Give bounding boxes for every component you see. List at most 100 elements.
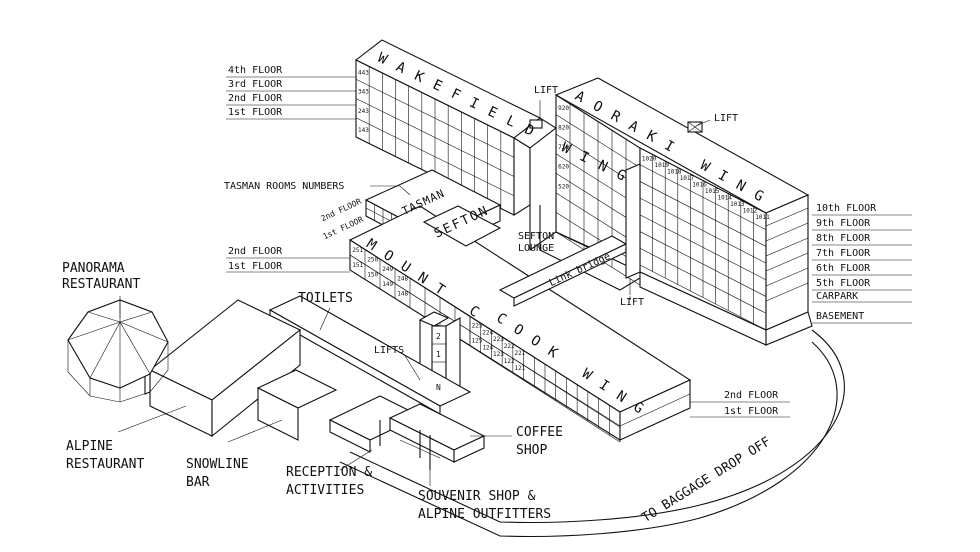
wakefield-floorline bbox=[355, 59, 515, 139]
sefton-lounge-label-line2: LOUNGE bbox=[518, 243, 555, 254]
aoraki-floorline bbox=[639, 231, 767, 297]
aoraki-floorline bbox=[639, 147, 767, 214]
cook-floorline bbox=[469, 315, 621, 413]
wakefield-3rd-floor-label: 3rd FLOOR bbox=[228, 79, 283, 90]
aoraki-9th-floor-label: 9th FLOOR bbox=[816, 218, 871, 229]
basement-label: BASEMENT bbox=[816, 311, 865, 322]
cook-room-number: 224 bbox=[482, 329, 493, 336]
aoraki-floorline bbox=[639, 181, 767, 247]
aoraki-floorline bbox=[639, 164, 767, 230]
cook-room-number: 124 bbox=[482, 344, 493, 351]
cook-room-number: 125 bbox=[472, 338, 483, 345]
cook-room-number: 222 bbox=[504, 343, 515, 350]
dome-rib bbox=[119, 321, 169, 343]
cook-room-number: 122 bbox=[504, 358, 515, 365]
aoraki-room-number: 1019 bbox=[654, 162, 669, 169]
panorama-restaurant-dome bbox=[67, 299, 169, 403]
lift-label-aoraki: LIFT bbox=[714, 113, 739, 124]
cook-1st-floor-label: 1st FLOOR bbox=[724, 406, 779, 417]
cook-room-number: 221 bbox=[514, 350, 525, 357]
snowline-bar-label-line1: SNOWLINE bbox=[186, 457, 249, 472]
aoraki-floorline bbox=[639, 214, 767, 281]
wakefield-room-number: 143 bbox=[358, 127, 369, 134]
dome-rib bbox=[87, 311, 121, 323]
reception-label-line1: RECEPTION & bbox=[286, 465, 373, 480]
aoraki-floorline bbox=[639, 197, 767, 264]
coffee-shop-label-line1: COFFEE bbox=[516, 425, 563, 440]
toilets-label: TOILETS bbox=[298, 291, 353, 306]
wakefield-floorline bbox=[355, 78, 515, 158]
aoraki-room-number: 1013 bbox=[730, 201, 745, 208]
alpine-restaurant-label-line2: RESTAURANT bbox=[66, 457, 145, 472]
wakefield-2nd-floor-label: 2nd FLOOR bbox=[228, 93, 283, 104]
aoraki-room-number: 1011 bbox=[755, 214, 770, 221]
lift-stack-1: 1 bbox=[436, 350, 441, 359]
lift-stack-2: 2 bbox=[436, 332, 441, 341]
reception-label-line2: ACTIVITIES bbox=[286, 483, 365, 498]
wakefield-floorline bbox=[355, 98, 515, 177]
aoraki-room-number: 1016 bbox=[692, 182, 707, 189]
leader-lines bbox=[117, 76, 912, 486]
dome-rib bbox=[89, 321, 121, 379]
mount-floorline bbox=[349, 239, 471, 317]
dome-rib bbox=[119, 321, 151, 375]
aoraki-floorline bbox=[639, 248, 767, 314]
mount-room-number: 249 bbox=[382, 266, 393, 273]
panorama-restaurant-label-line1: PANORAMA bbox=[62, 261, 125, 276]
link-bridge bbox=[498, 163, 641, 307]
mount-floorline bbox=[349, 254, 471, 332]
aoraki-left-room-number: 820 bbox=[558, 125, 569, 132]
aoraki-left-floorline bbox=[555, 94, 641, 149]
cook-room-number: 121 bbox=[514, 365, 525, 372]
cook-room-number: 223 bbox=[493, 336, 504, 343]
aoraki-room-number: 1014 bbox=[717, 195, 732, 202]
aoraki-left-room-number: 720 bbox=[558, 144, 569, 151]
cook-floorline bbox=[469, 330, 621, 428]
lift-label-wakefield: LIFT bbox=[534, 85, 559, 96]
sefton-lounge-label-line1: SEFTON bbox=[518, 231, 555, 242]
lift-label-bridge: LIFT bbox=[620, 297, 645, 308]
cook-floorline bbox=[469, 345, 621, 443]
mount-room-number: 148 bbox=[397, 290, 408, 297]
wakefield-room-number: 443 bbox=[358, 69, 369, 76]
aoraki-room-number: 1017 bbox=[680, 175, 695, 182]
lifts-label: LIFTS bbox=[374, 345, 405, 356]
mount-room-number: 150 bbox=[367, 271, 378, 278]
aoraki-floorline bbox=[639, 264, 767, 331]
aoraki-wing: 1020101910181017101610151014101310121011… bbox=[554, 77, 813, 346]
mount-2nd-floor-label: 2nd FLOOR bbox=[228, 246, 283, 257]
alpine-restaurant-label-line1: ALPINE bbox=[66, 439, 113, 454]
wakefield-wing: 443 343 243 143 bbox=[354, 39, 641, 291]
cook-room-number: 123 bbox=[493, 351, 504, 358]
aoraki-left-room-number: 920 bbox=[558, 105, 569, 112]
aoraki-room-number: 1020 bbox=[642, 156, 657, 163]
aoraki-room-number: 1018 bbox=[667, 169, 682, 176]
mount-room-number: 151 bbox=[352, 262, 363, 269]
cook-room-number: 225 bbox=[472, 323, 483, 330]
wakefield-4th-floor-label: 4th FLOOR bbox=[228, 65, 283, 76]
dome-rib bbox=[67, 321, 121, 341]
aoraki-10th-floor-label: 10th FLOOR bbox=[816, 203, 877, 214]
aoraki-room-number: 1012 bbox=[743, 208, 758, 215]
tasman-rooms-label: TASMAN ROOMS NUMBERS bbox=[224, 181, 345, 192]
coffee-shop-label-line2: SHOP bbox=[516, 443, 548, 458]
mount-room-number: 248 bbox=[397, 275, 408, 282]
wakefield-floorline bbox=[355, 117, 515, 197]
mount-room-number: 250 bbox=[367, 256, 378, 263]
podium-buildings bbox=[144, 295, 486, 470]
carpark-label: CARPARK bbox=[816, 291, 859, 302]
aoraki-left-room-number: 520 bbox=[558, 183, 569, 190]
wakefield-room-number: 343 bbox=[358, 89, 369, 96]
panorama-restaurant-label-line2: RESTAURANT bbox=[62, 277, 141, 292]
aoraki-6th-floor-label: 6th FLOOR bbox=[816, 263, 871, 274]
aoraki-8th-floor-label: 8th FLOOR bbox=[816, 233, 871, 244]
aoraki-room-number: 1015 bbox=[705, 188, 720, 195]
wakefield-room-number: 243 bbox=[358, 108, 369, 115]
dome-rib bbox=[119, 311, 153, 323]
aoraki-left-floorline bbox=[555, 114, 641, 168]
aoraki-left-room-number: 620 bbox=[558, 164, 569, 171]
snowline-bar-label-line2: BAR bbox=[186, 475, 210, 490]
